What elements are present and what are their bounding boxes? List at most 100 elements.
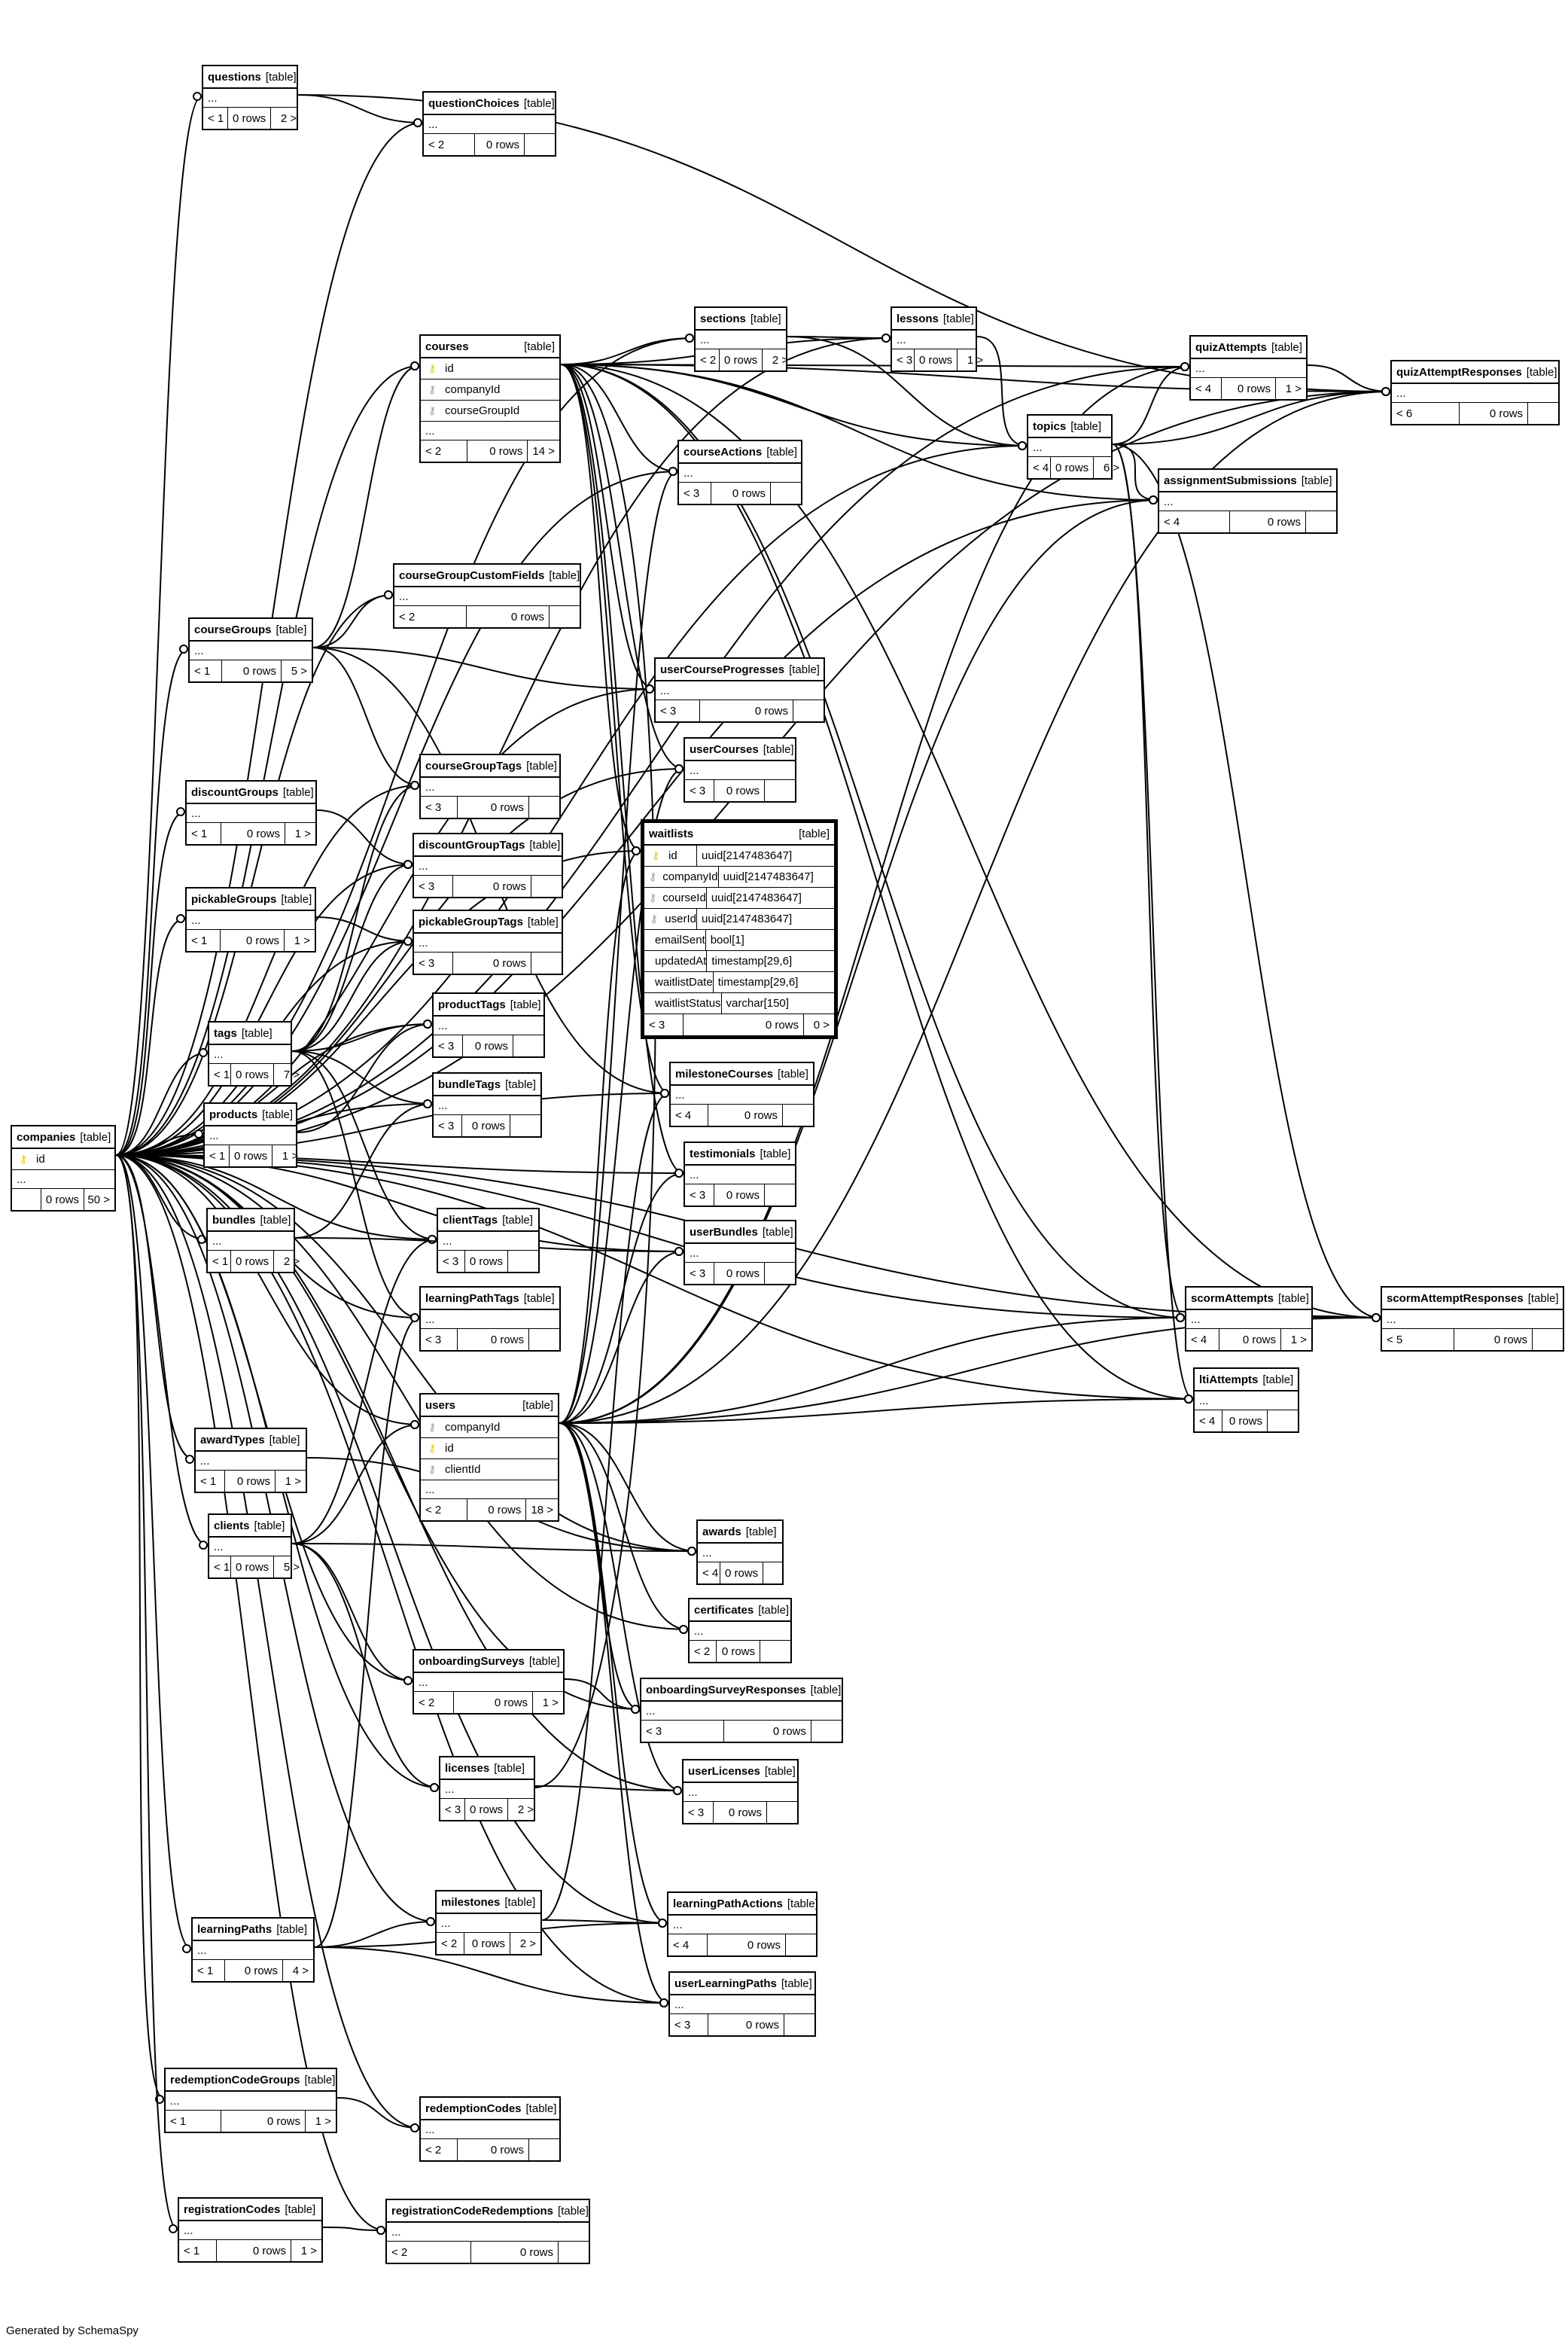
more-columns-ellipsis[interactable]: ...: [209, 1045, 291, 1064]
more-columns-ellipsis[interactable]: ...: [656, 681, 824, 700]
more-columns-ellipsis[interactable]: ...: [696, 331, 786, 349]
more-columns-ellipsis[interactable]: ...: [685, 761, 795, 780]
column-row[interactable]: ⚷id: [421, 1438, 558, 1459]
more-columns-ellipsis[interactable]: ...: [414, 857, 562, 876]
table-courses[interactable]: courses[table]⚷id⚷companyId⚷courseGroupI…: [419, 334, 561, 463]
more-columns-ellipsis[interactable]: ...: [414, 934, 562, 953]
more-columns-ellipsis[interactable]: ...: [679, 464, 801, 483]
column-row[interactable]: ⚷id: [12, 1149, 114, 1170]
more-columns-ellipsis[interactable]: ...: [685, 1166, 795, 1184]
more-columns-ellipsis[interactable]: ...: [641, 1702, 842, 1721]
more-columns-ellipsis[interactable]: ...: [179, 2221, 321, 2240]
more-columns-ellipsis[interactable]: ...: [437, 1914, 540, 1933]
more-columns-ellipsis[interactable]: ...: [421, 1480, 558, 1499]
more-columns-ellipsis[interactable]: ...: [166, 2092, 336, 2111]
more-columns-ellipsis[interactable]: ...: [196, 1452, 306, 1471]
more-columns-ellipsis[interactable]: ...: [1028, 438, 1111, 457]
more-columns-ellipsis[interactable]: ...: [690, 1622, 790, 1641]
column-row[interactable]: ⚷courseGroupId: [421, 401, 559, 422]
more-columns-ellipsis[interactable]: ...: [434, 1017, 543, 1035]
more-columns-ellipsis[interactable]: ...: [698, 1544, 782, 1562]
column-row[interactable]: ⚷companyId: [421, 1417, 558, 1438]
more-columns-ellipsis[interactable]: ...: [12, 1170, 114, 1189]
column-row[interactable]: ⚷companyId: [421, 379, 559, 401]
more-columns-ellipsis[interactable]: ...: [209, 1538, 291, 1556]
more-columns-ellipsis[interactable]: ...: [387, 2223, 589, 2242]
more-columns-ellipsis[interactable]: ...: [421, 422, 559, 440]
table-users[interactable]: users[table]⚷companyId⚷id⚷clientId...< 2…: [419, 1393, 559, 1522]
more-columns-ellipsis[interactable]: ...: [421, 778, 559, 797]
more-columns-ellipsis[interactable]: ...: [1159, 492, 1336, 511]
more-columns-ellipsis[interactable]: ...: [193, 1941, 313, 1960]
more-columns-ellipsis[interactable]: ...: [424, 115, 555, 134]
more-columns-ellipsis[interactable]: ...: [1191, 359, 1306, 378]
more-columns-ellipsis[interactable]: ...: [203, 89, 297, 108]
more-columns-ellipsis[interactable]: ...: [187, 804, 315, 823]
more-columns-ellipsis[interactable]: ...: [671, 1086, 813, 1105]
more-columns-ellipsis[interactable]: ...: [1382, 1310, 1563, 1329]
more-columns-ellipsis[interactable]: ...: [438, 1232, 538, 1251]
more-columns-ellipsis[interactable]: ...: [414, 1673, 563, 1692]
more-columns-ellipsis[interactable]: ...: [394, 587, 580, 606]
more-columns-ellipsis[interactable]: ...: [668, 1916, 816, 1934]
more-columns-ellipsis[interactable]: ...: [684, 1783, 797, 1802]
more-columns-ellipsis[interactable]: ...: [208, 1232, 294, 1251]
more-columns-ellipsis[interactable]: ...: [1195, 1391, 1298, 1410]
more-columns-ellipsis[interactable]: ...: [434, 1096, 540, 1115]
more-columns-ellipsis[interactable]: ...: [1392, 384, 1558, 403]
more-columns-ellipsis[interactable]: ...: [1186, 1310, 1311, 1329]
more-columns-ellipsis[interactable]: ...: [205, 1126, 296, 1145]
more-columns-ellipsis[interactable]: ...: [670, 1995, 814, 2014]
more-columns-ellipsis[interactable]: ...: [685, 1244, 795, 1263]
column-row[interactable]: ⚷id: [421, 358, 559, 379]
more-columns-ellipsis[interactable]: ...: [421, 1310, 559, 1329]
more-columns-ellipsis[interactable]: ...: [440, 1780, 534, 1799]
